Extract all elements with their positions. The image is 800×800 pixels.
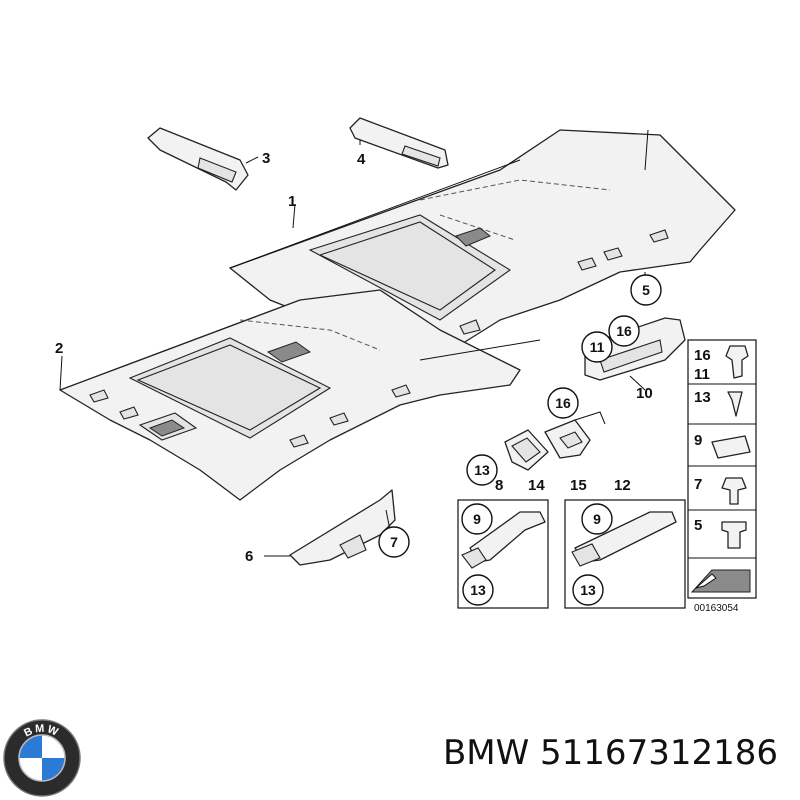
svg-text:16: 16 xyxy=(616,323,632,339)
callout-circle-9-box12: 9 xyxy=(581,503,613,535)
callout-circle-11: 11 xyxy=(581,331,613,363)
callout-label-1: 1 xyxy=(288,193,296,210)
svg-text:13: 13 xyxy=(580,582,596,598)
callout-circle-9-box8: 9 xyxy=(461,503,493,535)
legend-label-13: 13 xyxy=(694,389,711,406)
svg-text:BMW: BMW xyxy=(22,723,61,740)
clip-part-15 xyxy=(544,411,606,459)
callout-circle-7: 7 xyxy=(378,526,410,558)
svg-text:16: 16 xyxy=(555,395,571,411)
callout-circle-16-upper: 16 xyxy=(608,315,640,347)
bracket-part-3 xyxy=(147,127,249,191)
bracket-part-4 xyxy=(349,117,449,169)
legend-label-9: 9 xyxy=(694,432,702,449)
legend-label-16: 16 xyxy=(694,347,711,364)
bracket-part-10 xyxy=(584,317,686,381)
legend-label-7: 7 xyxy=(694,476,702,493)
bmw-roundel-logo: BMW xyxy=(3,719,81,797)
legend-label-11: 11 xyxy=(694,366,710,383)
leader-lines xyxy=(59,129,649,557)
callout-label-10: 10 xyxy=(636,385,653,402)
callout-label-12: 12 xyxy=(614,477,631,494)
grab-handle-box-12 xyxy=(564,499,686,609)
callout-label-8: 8 xyxy=(495,477,503,494)
fastener-legend xyxy=(687,339,757,599)
callout-circle-13-box8: 13 xyxy=(462,574,494,606)
svg-text:13: 13 xyxy=(470,582,486,598)
svg-text:13: 13 xyxy=(474,462,490,478)
grab-handle-box-8 xyxy=(457,499,549,609)
callout-circle-16-lower: 16 xyxy=(547,387,579,419)
svg-text:7: 7 xyxy=(390,534,398,550)
svg-text:5: 5 xyxy=(642,282,650,298)
callout-label-6: 6 xyxy=(245,548,253,565)
part-number-caption: BMW 51167312186 xyxy=(442,733,778,773)
svg-text:9: 9 xyxy=(593,511,601,527)
callout-label-15: 15 xyxy=(570,477,587,494)
exploded-parts-diagram: 1 2 3 4 6 8 10 12 14 15 5 7 11 16 16 13 … xyxy=(55,117,757,614)
trim-part-6 xyxy=(289,489,396,566)
callout-label-3: 3 xyxy=(262,150,270,167)
callout-label-4: 4 xyxy=(357,151,366,168)
callout-label-14: 14 xyxy=(528,477,545,494)
headliner-part-2 xyxy=(59,289,541,501)
legend-label-5: 5 xyxy=(694,517,702,534)
callout-label-2: 2 xyxy=(55,340,63,357)
clip-part-14 xyxy=(504,429,549,471)
drawing-code: 00163054 xyxy=(694,603,739,614)
callout-circle-13-left: 13 xyxy=(466,454,498,486)
svg-text:11: 11 xyxy=(590,339,605,355)
svg-text:9: 9 xyxy=(473,511,481,527)
callout-circle-13-box12: 13 xyxy=(572,574,604,606)
callout-circle-5: 5 xyxy=(630,274,662,306)
